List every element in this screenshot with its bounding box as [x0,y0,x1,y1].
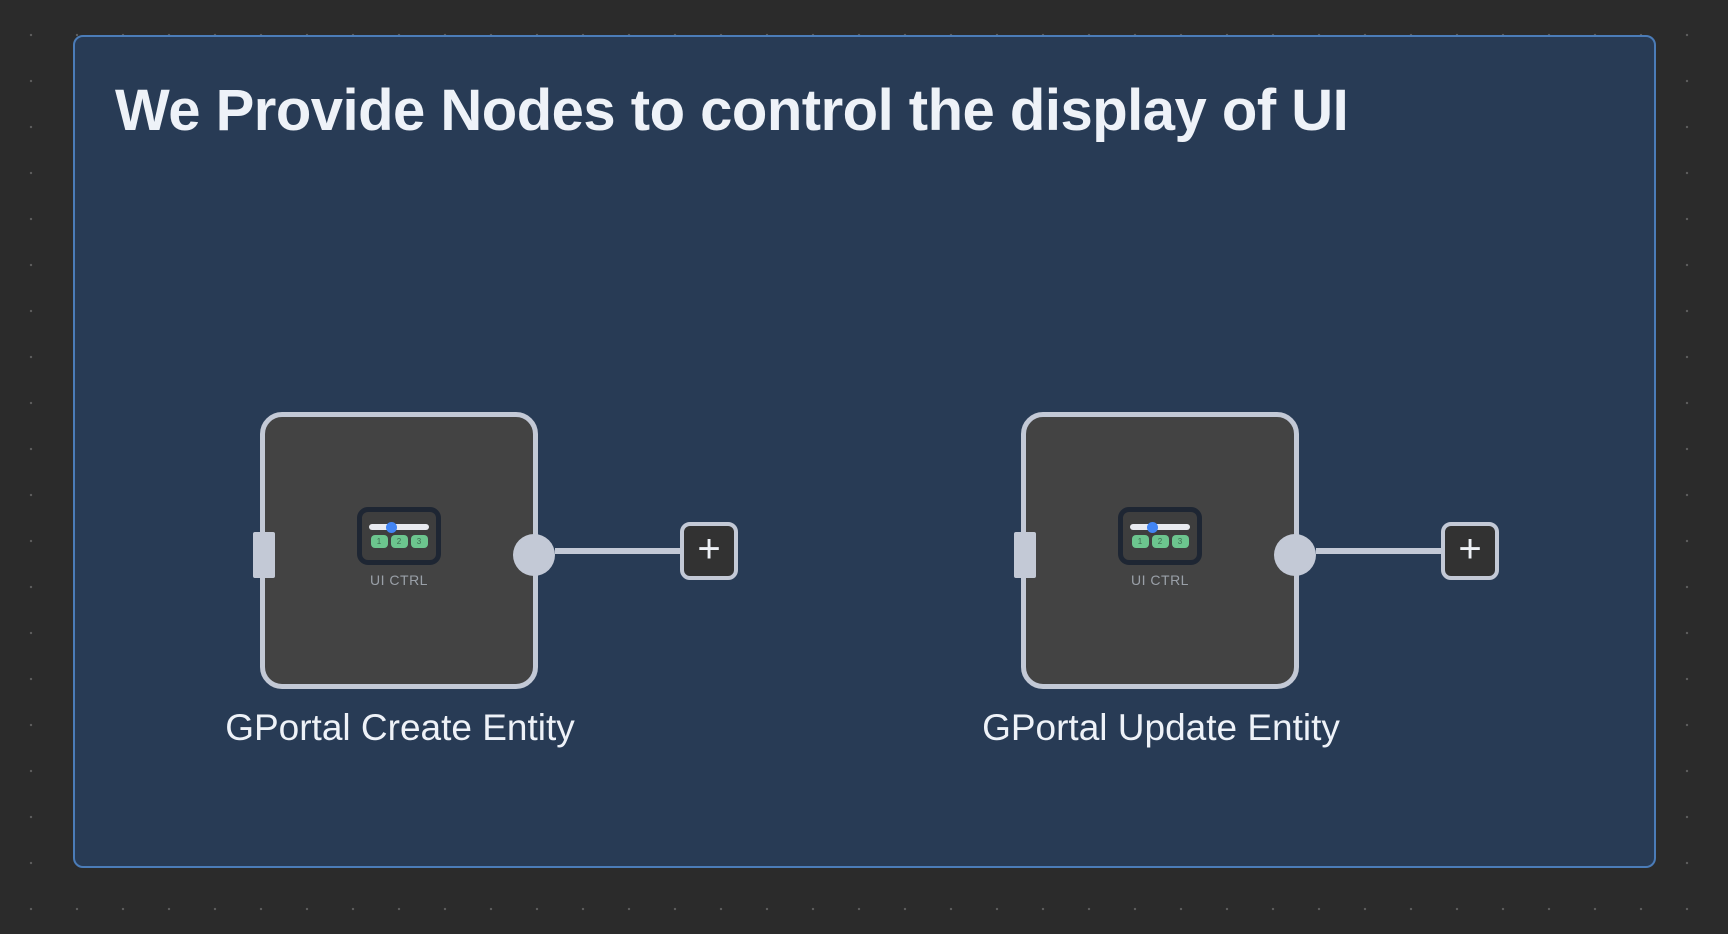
slider-icon [1130,521,1190,533]
slider-knob-icon [386,521,397,533]
node-body[interactable]: 1 2 3 UI CTRL [253,412,555,689]
input-port[interactable] [1014,532,1036,578]
connection-edge [555,548,685,554]
icon-caption: UI CTRL [1131,572,1189,588]
node-body[interactable]: 1 2 3 UI CTRL [1014,412,1316,689]
icon-caption: UI CTRL [370,572,428,588]
mini-button: 2 [390,535,408,548]
plus-icon: + [1458,527,1482,571]
add-node-button[interactable]: + [680,522,738,580]
slider-icon [369,521,429,533]
ui-ctrl-icon: 1 2 3 [1118,507,1202,565]
feature-panel: We Provide Nodes to control the display … [73,35,1656,868]
node-label: GPortal Create Entity [225,707,575,748]
mini-button: 1 [1131,535,1149,548]
mini-button: 1 [370,535,388,548]
plus-icon: + [697,527,721,571]
ui-ctrl-icon: 1 2 3 [357,507,441,565]
connection-edge [1316,548,1446,554]
mini-button-row: 1 2 3 [1131,535,1189,548]
mini-button-row: 1 2 3 [370,535,428,548]
mini-button: 3 [410,535,428,548]
node-label: GPortal Update Entity [982,707,1340,748]
page-title: We Provide Nodes to control the display … [115,78,1349,143]
output-port[interactable] [1274,534,1316,576]
add-node-button[interactable]: + [1441,522,1499,580]
node-icon-area: 1 2 3 UI CTRL [1026,507,1294,588]
node-icon-area: 1 2 3 UI CTRL [265,507,533,588]
slider-knob-icon [1147,521,1158,533]
mini-button: 2 [1151,535,1169,548]
mini-button: 3 [1171,535,1189,548]
output-port[interactable] [513,534,555,576]
input-port[interactable] [253,532,275,578]
